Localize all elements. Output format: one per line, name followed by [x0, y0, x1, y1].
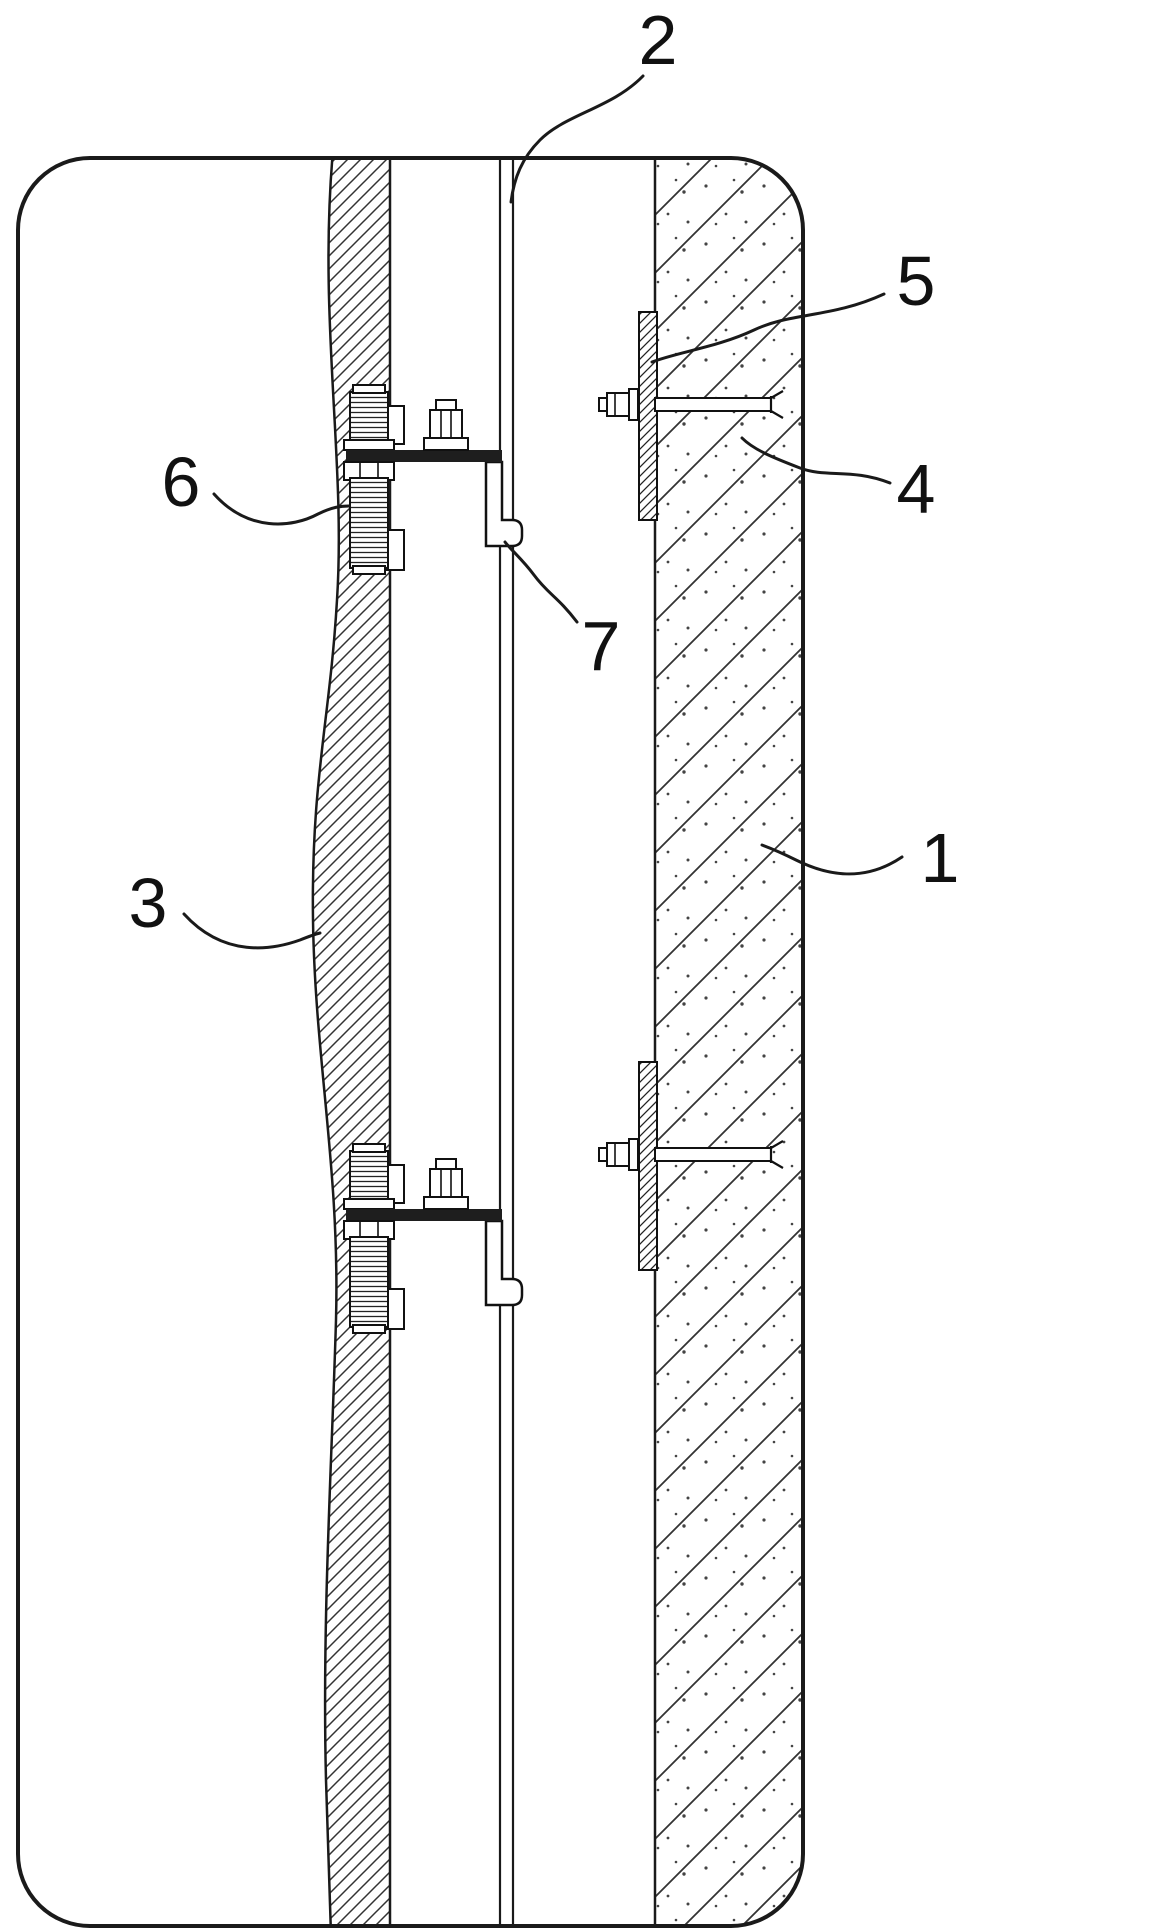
callout-7: 7	[503, 540, 621, 685]
callout-1-label: 1	[921, 819, 960, 897]
callout-5-label: 5	[897, 242, 936, 320]
section-content	[311, 158, 803, 1926]
leader-line-6	[212, 492, 351, 526]
leader-line-7	[503, 540, 579, 624]
upper-panel-anchor-assembly	[342, 383, 524, 576]
callouts: 2 5 4 6 7 3	[129, 1, 960, 950]
leader-line-3	[182, 912, 322, 950]
callout-6-label: 6	[162, 443, 201, 521]
concrete-wall	[653, 158, 803, 1926]
leader-line-2	[509, 74, 645, 204]
leader-line-1	[760, 843, 904, 876]
callout-3: 3	[129, 864, 322, 950]
callout-4-label: 4	[897, 450, 936, 528]
lower-panel-anchor-assembly	[342, 1142, 524, 1335]
callout-1: 1	[760, 819, 960, 897]
leader-line-4	[740, 436, 892, 485]
callout-2: 2	[509, 1, 678, 204]
callout-7-label: 7	[582, 607, 621, 685]
callout-4: 4	[740, 436, 936, 528]
callout-5: 5	[650, 242, 936, 364]
leader-line-5	[650, 292, 886, 364]
drawing-frame	[16, 156, 805, 1928]
callout-3-label: 3	[129, 864, 168, 942]
callout-2-label: 2	[639, 1, 678, 79]
concrete-hatch	[655, 158, 803, 1926]
vertical-profile	[498, 158, 515, 1926]
callout-6: 6	[162, 443, 351, 526]
